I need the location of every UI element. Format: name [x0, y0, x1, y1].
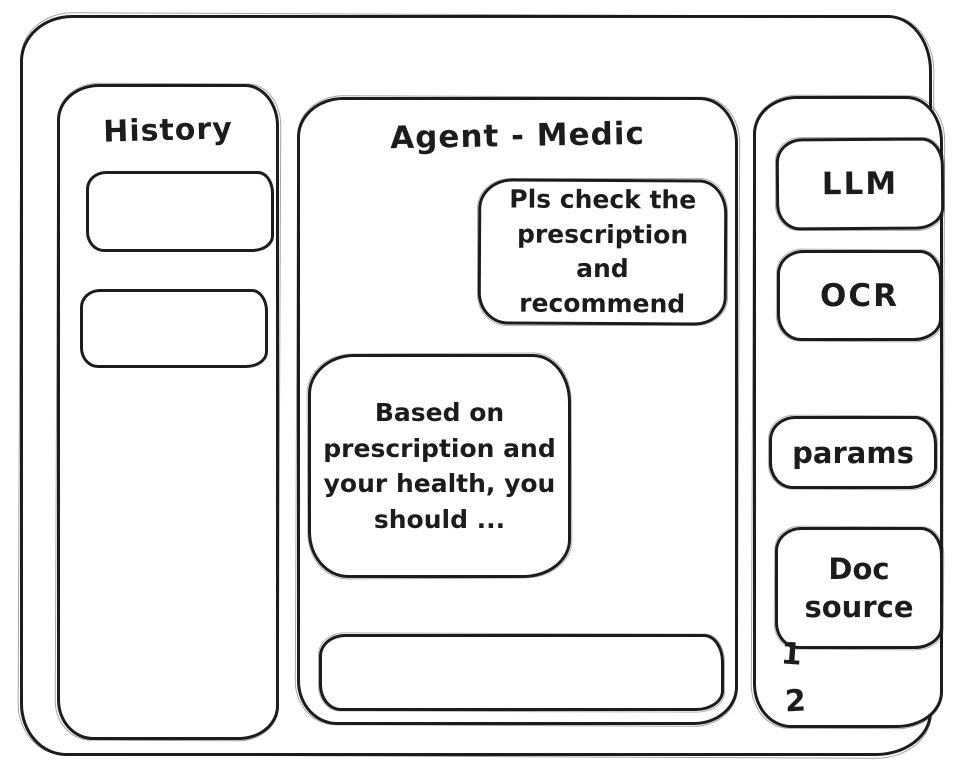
user-message-text: Pls check the prescription and recommend	[509, 184, 697, 318]
history-item[interactable]	[80, 289, 268, 368]
history-panel: History	[57, 84, 279, 740]
history-panel-title: History	[102, 111, 234, 150]
app-window-frame: History Agent - Medic Pls check the pres…	[20, 15, 945, 756]
user-message-bubble: Pls check the prescription and recommend	[477, 178, 728, 326]
assistant-message-bubble: Based on prescription and your health, y…	[308, 354, 571, 578]
tool-button-llm[interactable]: LLM	[775, 137, 945, 231]
tool-button-doc-source[interactable]: Doc source	[775, 527, 943, 649]
tool-button-ocr[interactable]: OCR	[777, 250, 942, 341]
assistant-message-text: Based on prescription and your health, y…	[323, 398, 556, 534]
chat-panel: Agent - Medic Pls check the prescription…	[297, 97, 738, 725]
doc-source-label: Doc source	[804, 551, 914, 624]
doc-source-item-1[interactable]: 1	[779, 636, 804, 673]
tool-button-params[interactable]: params	[769, 416, 937, 489]
history-item[interactable]	[86, 171, 274, 252]
chat-input-bar[interactable]	[319, 634, 724, 711]
tools-panel: LLM OCR params Doc source 1 2	[753, 96, 945, 728]
chat-input[interactable]	[322, 637, 721, 708]
doc-source-item-2[interactable]: 2	[784, 683, 807, 720]
chat-panel-title: Agent - Medic	[389, 115, 646, 157]
